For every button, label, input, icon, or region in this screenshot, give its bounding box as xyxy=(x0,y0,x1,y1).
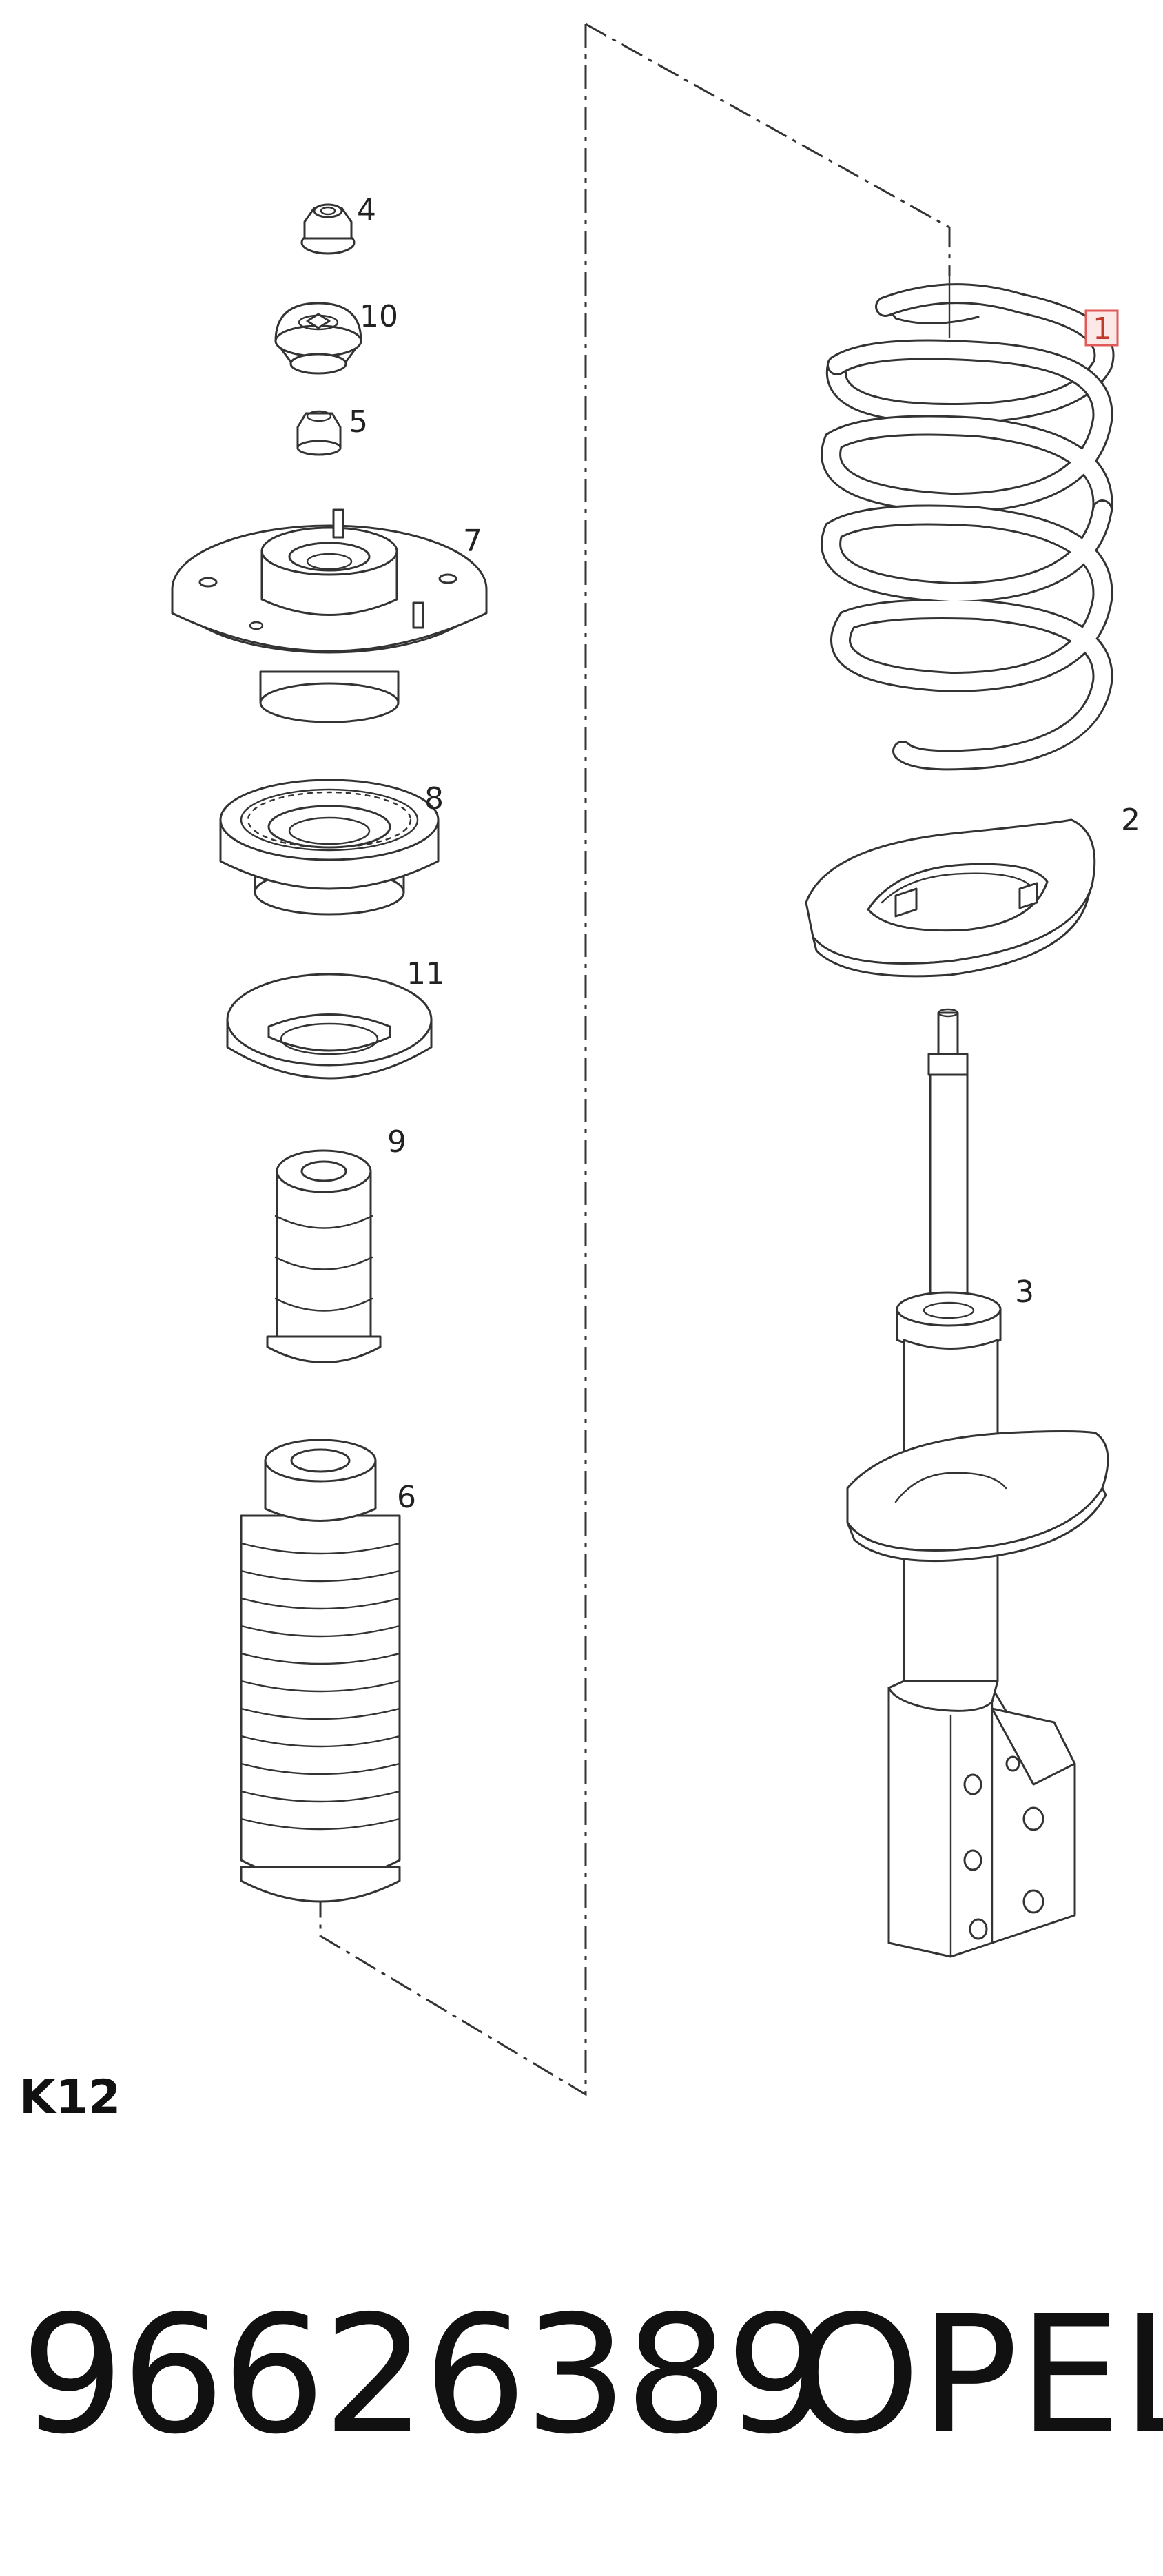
callout-11[interactable]: 11 xyxy=(406,956,445,991)
diagram-code-label: K12 xyxy=(19,2070,121,2125)
part-4-flange-nut[interactable] xyxy=(300,203,356,255)
part-11-seat-ring[interactable] xyxy=(226,973,433,1080)
part-10-cap[interactable] xyxy=(274,302,362,375)
part-6-dust-boot[interactable] xyxy=(240,1439,401,1903)
part-8-bearing[interactable] xyxy=(219,779,440,916)
part-7-strut-mount[interactable] xyxy=(171,508,488,723)
callout-1-box xyxy=(1084,309,1119,347)
callout-labels: 1 2 3 4 5 6 7 8 9 10 11 xyxy=(349,193,1140,1515)
callout-5[interactable]: 5 xyxy=(349,404,368,440)
callout-7[interactable]: 7 xyxy=(463,524,482,559)
callout-4[interactable]: 4 xyxy=(357,193,376,228)
callout-6[interactable]: 6 xyxy=(397,1480,416,1515)
callout-1[interactable]: 1 xyxy=(1093,311,1112,347)
callout-3[interactable]: 3 xyxy=(1015,1275,1034,1310)
assembly-guide-lines xyxy=(319,23,951,2096)
part-3-shock-absorber[interactable] xyxy=(846,1008,1109,1958)
part-9-bump-stop[interactable] xyxy=(266,1149,382,1363)
callout-10[interactable]: 10 xyxy=(360,299,398,334)
callout-9[interactable]: 9 xyxy=(387,1124,406,1160)
brand-name: OPEL xyxy=(792,2280,1163,2470)
part-1-coil-spring[interactable] xyxy=(821,274,1115,771)
part-number: 96626389 xyxy=(21,2280,829,2470)
callout-8[interactable]: 8 xyxy=(424,781,444,816)
callout-2[interactable]: 2 xyxy=(1121,803,1140,838)
part-2-spring-pad[interactable] xyxy=(805,818,1096,978)
part-5-nut[interactable] xyxy=(296,410,342,456)
